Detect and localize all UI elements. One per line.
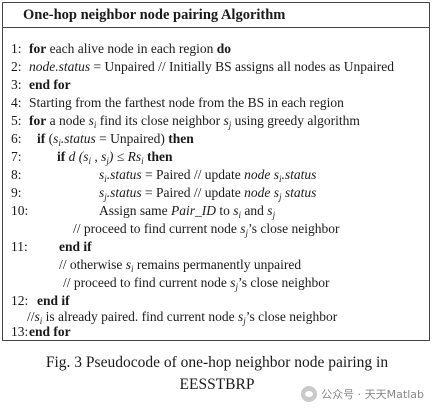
watermark-text: 公众号 · 天天Matlab (321, 388, 424, 401)
wechat-icon (301, 386, 318, 402)
watermark: 公众号 · 天天Matlab (301, 386, 424, 402)
figure-caption-line-2: EESSTBRP (179, 376, 255, 393)
title-divider (3, 27, 429, 28)
figure-caption-line-1: Fig. 3 Pseudocode of one-hop neighbor no… (45, 354, 389, 371)
algorithm-box: One-hop neighbor node pairing Algorithm … (2, 2, 430, 341)
algorithm-title: One-hop neighbor node pairing Algorithm (23, 7, 286, 23)
